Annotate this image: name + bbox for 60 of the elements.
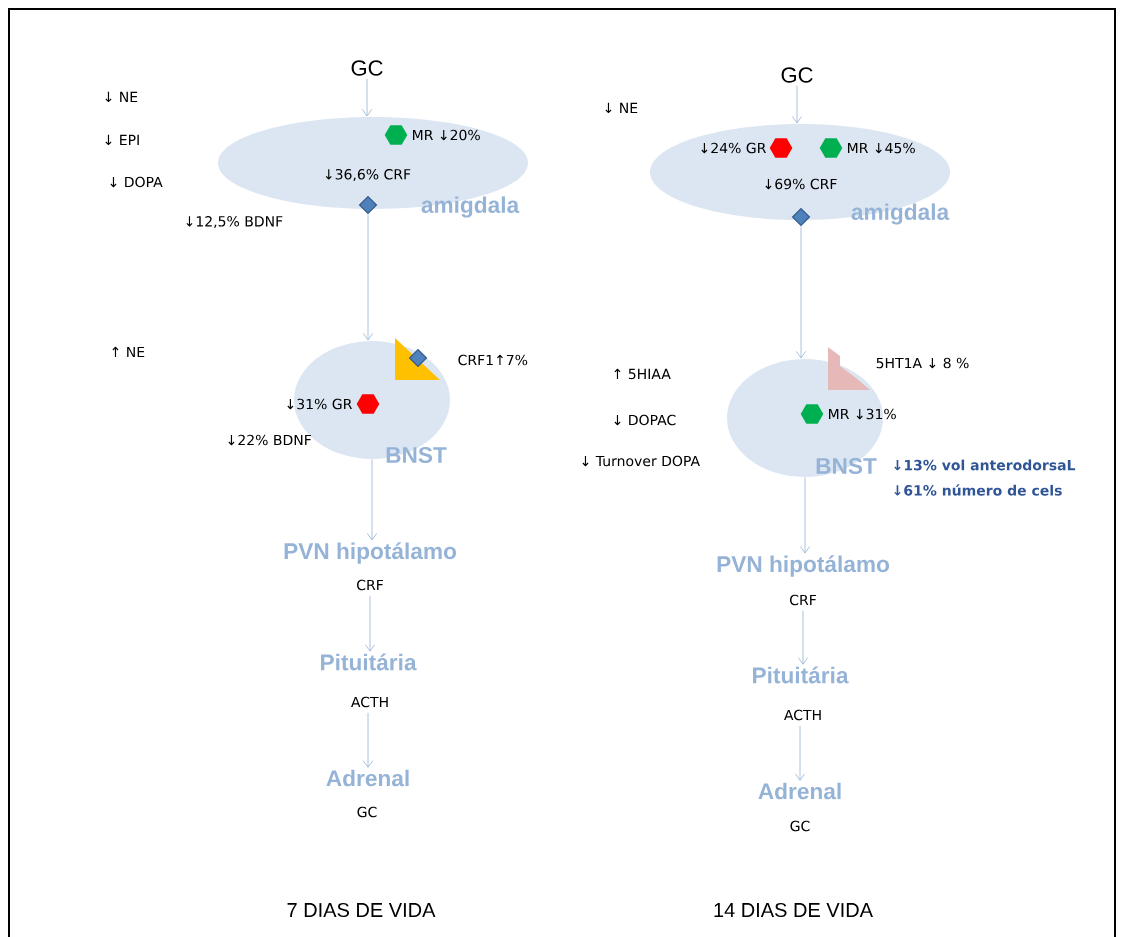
column-title: 7 DIAS DE VIDA [287,902,436,918]
arrow [791,85,803,124]
annotation-text: ↓ NE [105,91,138,103]
receptor-hexagon [356,394,380,414]
annotation-text: ↑ NE [112,346,145,358]
arrow [362,213,374,341]
annotation-text: ↑ 5HIAA [614,368,671,380]
annotation-text: ↓ NE [605,102,638,114]
annotation-text: ACTH [351,696,388,708]
region-label: amigdala [851,203,950,225]
region-label: Pituitária [321,653,417,671]
annotation-text: ↓12,5% BDNF [186,216,283,228]
annotation-text: 5HT1A ↓ 8 % [876,357,969,369]
receptor-wedge [828,347,870,390]
arrow [366,458,378,541]
receptor-diamond [358,195,378,215]
hormone-label: GC [351,60,383,76]
receptor-diamond [791,207,811,227]
receptor-diamond [408,348,428,368]
annotation-text: ↓24% GR [701,142,766,154]
annotation-text: ↓13% vol anterodorsaL [894,459,1076,471]
region-label: Adrenal [326,769,409,787]
annotation-text: ↓31% GR [287,398,352,410]
receptor-hexagon [769,138,793,158]
annotation-text: ↓22% BDNF [228,434,311,446]
arrow [795,225,807,359]
annotation-text: ↓ DOPA [110,176,163,188]
annotation-text: ↓69% CRF [765,178,837,190]
region-label: amigdala [421,196,520,218]
receptor-hexagon [819,138,843,158]
region-label: BNST [386,446,447,464]
hormone-label: GC [781,67,813,83]
annotation-text: ↓36,6% CRF [325,169,411,181]
annotation-text: ↓ Turnover DOPA [582,455,700,467]
annotation-text: CRF [790,594,816,606]
region-label: Adrenal [758,782,841,800]
region-label: Pituitária [753,666,849,684]
annotation-text: CRF [357,579,383,591]
region-label: PVN hipotálamo [284,542,456,564]
arrow [799,476,811,554]
annotation-text: ↓ DOPAC [614,414,676,426]
arrow [361,78,373,117]
annotation-text: ↓ EPI [105,134,139,146]
arrow [794,725,806,781]
annotation-text: GC [357,806,377,818]
annotation-text: MR ↓20% [413,129,480,141]
annotation-text: CRF1↑7% [458,354,528,366]
annotation-text: ↓61% número de cels [894,484,1062,496]
receptor-hexagon [800,404,824,424]
receptor-hexagon [384,125,408,145]
annotation-text: MR ↓31% [829,408,896,420]
region-label: BNST [816,457,877,475]
annotation-text: GC [790,820,810,832]
annotation-text: MR ↓45% [848,142,915,154]
region-label: PVN hipotálamo [717,555,889,577]
annotation-text: ACTH [784,709,821,721]
arrow [362,712,374,768]
arrow [364,595,376,652]
arrow [797,610,809,665]
column-title: 14 DIAS DE VIDA [714,902,873,918]
